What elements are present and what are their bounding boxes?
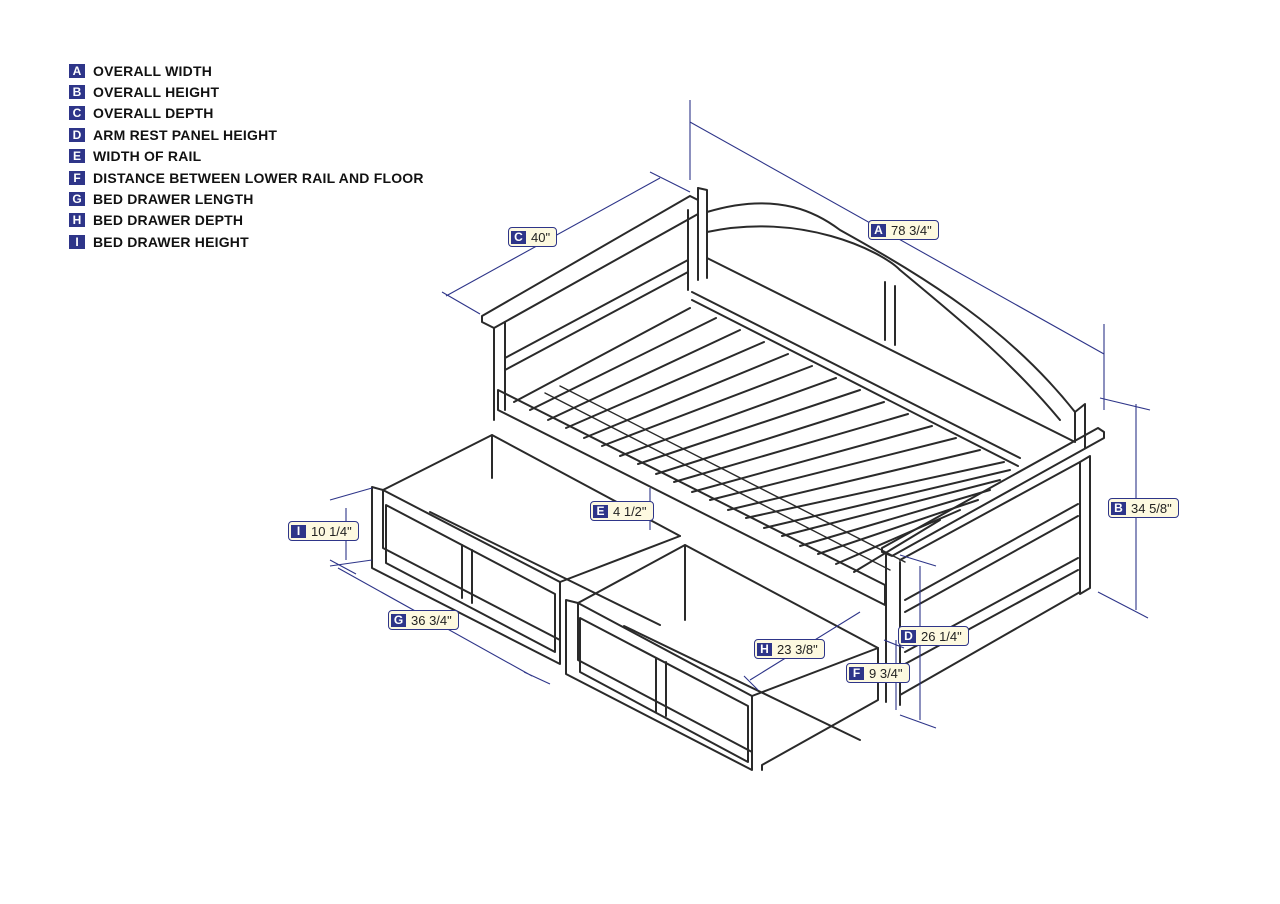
callout-i-drawer-height: I 10 1/4" (288, 521, 359, 541)
dimension-lines (329, 100, 1151, 729)
callout-value-e: 4 1/2" (613, 503, 647, 519)
legend-label-b: OVERALL HEIGHT (93, 84, 220, 101)
legend-letter-c: C (69, 106, 85, 121)
legend-item-d: D ARM REST PANEL HEIGHT (69, 124, 424, 145)
legend-item-a: A OVERALL WIDTH (69, 60, 424, 81)
callout-value-h: 23 3/8" (777, 641, 818, 657)
legend-letter-f: F (69, 170, 85, 185)
callout-value-g: 36 3/4" (411, 612, 452, 628)
legend-letter-i: I (69, 234, 85, 249)
legend-label-i: BED DRAWER HEIGHT (93, 233, 249, 250)
callout-letter-h: H (757, 642, 772, 656)
legend-item-g: G BED DRAWER LENGTH (69, 188, 424, 209)
daybed-frame (481, 187, 1105, 706)
callout-letter-f: F (849, 666, 864, 680)
callout-b-height: B 34 5/8" (1108, 498, 1179, 518)
callout-e-rail-width: E 4 1/2" (590, 501, 654, 521)
legend-item-c: C OVERALL DEPTH (69, 103, 424, 124)
legend-letter-a: A (69, 63, 85, 78)
bed-drawer-left (371, 434, 681, 665)
callout-letter-a: A (871, 223, 886, 237)
callout-d-arm-rest-height: D 26 1/4" (898, 626, 969, 646)
bed-drawer-right (565, 544, 879, 771)
legend-letter-d: D (69, 127, 85, 142)
legend-label-a: OVERALL WIDTH (93, 62, 213, 79)
callout-letter-g: G (391, 613, 406, 627)
legend-label-f: DISTANCE BETWEEN LOWER RAIL AND FLOOR (93, 169, 424, 186)
callout-letter-d: D (901, 629, 916, 643)
legend-label-c: OVERALL DEPTH (93, 105, 214, 122)
legend-item-i: I BED DRAWER HEIGHT (69, 231, 424, 252)
callout-letter-c: C (511, 230, 526, 244)
dimension-legend: A OVERALL WIDTH B OVERALL HEIGHT C OVERA… (69, 60, 424, 253)
callout-letter-i: I (291, 524, 306, 538)
legend-item-b: B OVERALL HEIGHT (69, 81, 424, 102)
legend-label-d: ARM REST PANEL HEIGHT (93, 126, 278, 143)
callout-a-width: A 78 3/4" (868, 220, 939, 240)
callout-c-depth: C 40" (508, 227, 558, 247)
callout-value-i: 10 1/4" (311, 523, 352, 539)
callout-value-b: 34 5/8" (1131, 500, 1172, 516)
callout-f-rail-floor-distance: F 9 3/4" (846, 663, 910, 683)
legend-letter-h: H (69, 213, 85, 228)
callout-g-drawer-length: G 36 3/4" (388, 610, 459, 630)
legend-label-h: BED DRAWER DEPTH (93, 212, 244, 229)
legend-item-e: E WIDTH OF RAIL (69, 146, 424, 167)
legend-item-f: F DISTANCE BETWEEN LOWER RAIL AND FLOOR (69, 167, 424, 188)
callout-value-d: 26 1/4" (921, 628, 962, 644)
callout-letter-b: B (1111, 501, 1126, 515)
callout-value-a: 78 3/4" (891, 222, 932, 238)
legend-label-g: BED DRAWER LENGTH (93, 191, 254, 208)
callout-value-c: 40" (531, 229, 551, 245)
legend-letter-b: B (69, 85, 85, 100)
legend-letter-e: E (69, 149, 85, 164)
callout-h-drawer-depth: H 23 3/8" (754, 639, 825, 659)
legend-label-e: WIDTH OF RAIL (93, 148, 202, 165)
legend-item-h: H BED DRAWER DEPTH (69, 210, 424, 231)
callout-value-f: 9 3/4" (869, 665, 903, 681)
legend-letter-g: G (69, 192, 85, 207)
callout-letter-e: E (593, 504, 608, 518)
